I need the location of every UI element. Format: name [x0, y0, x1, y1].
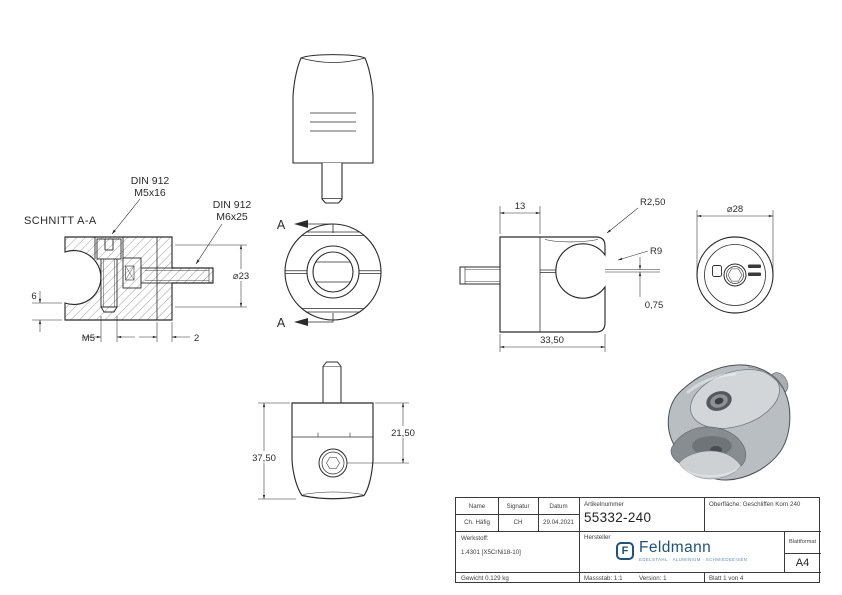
svg-text:37,50: 37,50: [252, 453, 276, 464]
front-view: [292, 54, 374, 204]
top-face-3d: [690, 369, 780, 429]
author-signature: CH: [513, 519, 523, 526]
col-header-datum: Datum: [549, 502, 568, 510]
engraving-mark: [748, 272, 761, 276]
svg-text:0,75: 0,75: [645, 300, 664, 311]
drawing-date: 29.04.2021: [543, 519, 574, 526]
callout-din912-m5x16: DIN 912 M5x16: [111, 175, 170, 235]
svg-text:M6x25: M6x25: [216, 211, 248, 223]
gewicht-value: Gewicht 0.129 kg: [461, 575, 509, 582]
cut-arrow-bottom: [294, 318, 308, 326]
blattformat-label: Blattformat: [788, 539, 817, 545]
engraving-mark: [748, 264, 761, 268]
dim-diameter-23: ⌀23: [175, 244, 256, 308]
werkstoff-value: 1.4301 [X5CrNi18-10]: [461, 549, 521, 556]
svg-text:M5x16: M5x16: [134, 187, 166, 199]
dim-diameter-28: ⌀28: [696, 204, 774, 272]
feldmann-logo-tagline: EDELSTAHL · ALUMINIUM · SCHMIEDEEISEN: [639, 557, 748, 562]
dim-gap-2: 2: [139, 322, 199, 344]
bottom-view: 37,50 21,50: [246, 361, 422, 500]
dim-lip-6: 6: [31, 291, 62, 332]
stud-side: [459, 266, 501, 285]
version-value: Version: 1: [639, 575, 667, 582]
screw-m5-section: [94, 237, 124, 313]
oberflaeche-value: Oberfläche: Geschliffen Korn 240: [709, 501, 801, 508]
col-header-name: Name: [468, 502, 486, 510]
author-name: Ch. Häfig: [464, 519, 490, 526]
feldmann-logo: F Feldmann EDELSTAHL · ALUMINIUM · SCHMI…: [616, 540, 747, 562]
svg-text:⌀28: ⌀28: [727, 204, 743, 215]
artikelnummer-value: 55332-240: [584, 510, 652, 525]
hersteller-label: Hersteller: [584, 534, 611, 541]
svg-text:21,50: 21,50: [391, 428, 415, 439]
knurl-lines: [310, 112, 356, 132]
callout-din912-m6x25: DIN 912 M6x25: [195, 199, 252, 265]
dim-depth-3350: 33,50: [499, 334, 606, 352]
logo-engraving-mark: [712, 265, 722, 277]
section-view-title: SCHNITT A-A: [24, 215, 97, 227]
screw-m6-section: [122, 257, 214, 289]
feldmann-logo-text: Feldmann: [639, 539, 712, 556]
dim-width-13: 13: [499, 201, 541, 234]
svg-text:DIN 912: DIN 912: [131, 175, 170, 187]
dim-height-2150: 21,50: [347, 402, 422, 464]
svg-text:⌀23: ⌀23: [233, 271, 249, 282]
blattformat-value: A4: [795, 556, 810, 569]
svg-text:R2,50: R2,50: [640, 197, 665, 208]
dim-offset-075: 0,75: [605, 257, 663, 311]
section-view: SCHNITT A-A: [24, 175, 256, 344]
title-block: Name Signatur Datum Ch. Häfig CH 29.04.2…: [455, 497, 821, 583]
feldmann-logo-mark: F: [616, 542, 634, 560]
svg-text:R9: R9: [650, 246, 662, 257]
iso-render: [667, 364, 791, 481]
svg-text:M5: M5: [82, 333, 95, 344]
massstab-value: Massstab: 1:1: [584, 575, 623, 582]
dim-thread-m5: M5: [82, 316, 135, 344]
cut-label-bottom: A: [277, 316, 286, 330]
rear-view: ⌀28: [696, 204, 774, 314]
cut-arrow-top: [294, 220, 308, 228]
svg-text:13: 13: [515, 201, 526, 212]
sectioned-body: [64, 236, 214, 321]
werkstoff-label: Werkstoff:: [461, 535, 489, 542]
blatt-value: Blatt 1 von 4: [709, 575, 744, 582]
svg-text:DIN 912: DIN 912: [213, 199, 252, 211]
hex-socket: [326, 457, 340, 469]
dim-radius-saddle: R9: [617, 246, 662, 261]
section-cut-line: A A: [277, 218, 334, 330]
bottom-lip-3d: [678, 450, 742, 480]
dim-radius-corner: R2,50: [606, 197, 665, 234]
svg-text:2: 2: [194, 333, 199, 344]
col-header-signatur: Signatur: [506, 502, 530, 510]
svg-text:33,50: 33,50: [540, 335, 564, 346]
dim-height-3750: 37,50: [246, 402, 296, 500]
artikelnummer-label: Artikelnummer: [584, 500, 624, 508]
side-view: 13 R2,50 R9 0,75 33,50: [459, 197, 665, 352]
svg-text:6: 6: [31, 291, 36, 302]
top-view: [284, 223, 382, 321]
cut-label-top: A: [277, 218, 286, 232]
hex-socket: [727, 268, 743, 282]
